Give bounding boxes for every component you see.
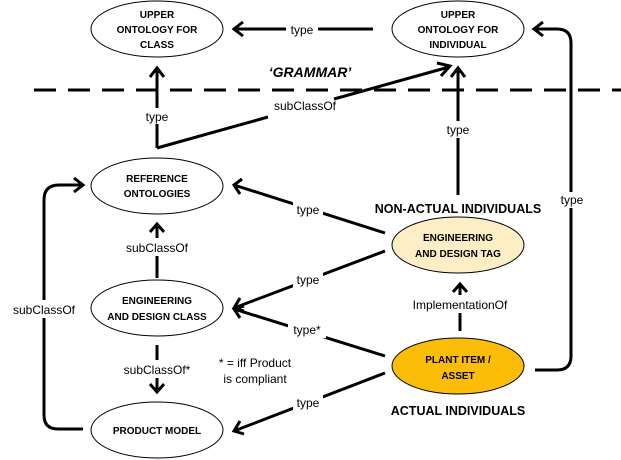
edge-label-type-star: type* <box>293 323 321 337</box>
node-engineering-design-tag[interactable]: ENGINEERING AND DESIGN TAG <box>391 216 525 274</box>
edge-reference-to-upper-individual: subClassOf <box>156 61 453 150</box>
edge-eng-class-to-reference: subClassOf <box>117 221 197 278</box>
svg-text:ASSET: ASSET <box>441 371 474 382</box>
edge-asset-to-product: type <box>231 371 386 436</box>
edge-label-subclassof-star: subClassOf* <box>124 363 191 377</box>
edge-label-type: type <box>561 193 584 207</box>
node-engineering-design-class[interactable]: ENGINEERING AND DESIGN CLASS <box>90 279 224 337</box>
svg-text:AND DESIGN CLASS: AND DESIGN CLASS <box>107 312 207 323</box>
svg-text:ENGINEERING: ENGINEERING <box>122 296 192 307</box>
svg-text:AND DESIGN TAG: AND DESIGN TAG <box>415 249 501 260</box>
footnote-line-1: * = iff Product <box>219 356 292 370</box>
footnote-line-2: is compliant <box>223 372 287 386</box>
edge-label-implementationof: ImplementationOf <box>413 298 508 312</box>
svg-text:CLASS: CLASS <box>140 40 174 51</box>
edge-label-subclassof: subClassOf <box>13 303 76 317</box>
edge-tag-to-reference: type <box>231 177 386 235</box>
svg-text:UPPER: UPPER <box>441 10 476 21</box>
edge-tag-to-upper-individual: type <box>441 65 475 195</box>
edge-reference-to-upper-class: type <box>140 65 174 148</box>
edge-label-type: type <box>447 123 470 137</box>
node-reference-ontologies[interactable]: REFERENCE ONTOLOGIES <box>90 157 224 215</box>
edge-tag-to-eng-class: type <box>231 249 386 313</box>
svg-text:ONTOLOGY FOR: ONTOLOGY FOR <box>418 25 500 36</box>
edge-label-subclassof: subClassOf <box>126 241 189 255</box>
svg-text:REFERENCE: REFERENCE <box>126 174 188 185</box>
svg-text:ENGINEERING: ENGINEERING <box>423 233 493 244</box>
node-upper-ontology-class[interactable]: UPPER ONTOLOGY FOR CLASS <box>90 0 224 58</box>
svg-text:ONTOLOGY FOR: ONTOLOGY FOR <box>117 25 199 36</box>
edge-label-type: type <box>297 273 320 287</box>
svg-text:PRODUCT MODEL: PRODUCT MODEL <box>113 426 201 437</box>
node-product-model[interactable]: PRODUCT MODEL <box>90 401 224 459</box>
svg-text:INDIVIDUAL: INDIVIDUAL <box>429 40 486 51</box>
edge-label-type: type <box>297 203 320 217</box>
edge-label-type: type <box>291 23 314 37</box>
edge-label-type: type <box>297 396 320 410</box>
edge-asset-to-upper-individual: type <box>531 20 588 372</box>
edge-asset-to-tag: ImplementationOf <box>398 281 522 331</box>
node-plant-item-asset[interactable]: PLANT ITEM / ASSET <box>391 337 525 395</box>
edge-label-type: type <box>146 110 169 124</box>
section-label-actual-individuals: ACTUAL INDIVIDUALS <box>391 404 526 418</box>
edge-label-subclassof: subClassOf <box>274 99 337 113</box>
grammar-label: ‘GRAMMAR’ <box>269 64 353 80</box>
svg-text:UPPER: UPPER <box>140 10 175 21</box>
section-label-non-actual-individuals: NON-ACTUAL INDIVIDUALS <box>375 202 541 216</box>
edge-asset-to-eng-class: type* <box>231 304 386 358</box>
edge-eng-class-to-product: subClassOf* <box>112 345 204 395</box>
svg-text:PLANT ITEM /: PLANT ITEM / <box>425 355 491 366</box>
node-upper-ontology-individual[interactable]: UPPER ONTOLOGY FOR INDIVIDUAL <box>391 0 525 58</box>
svg-text:ONTOLOGIES: ONTOLOGIES <box>124 189 191 200</box>
edge-upper-individual-to-upper-class: type <box>231 20 373 38</box>
edge-product-to-reference: subClassOf <box>4 176 86 431</box>
